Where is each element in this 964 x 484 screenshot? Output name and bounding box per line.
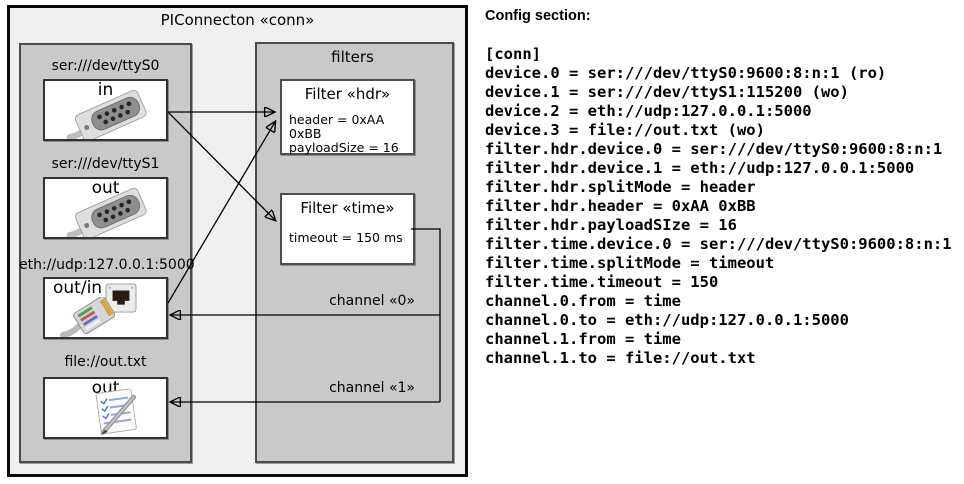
filter-attributes: timeout = 150 ms <box>289 230 403 245</box>
device-label-eth: eth://udp:127.0.0.1:5000 <box>19 257 195 273</box>
connector-diagram: PIConnecton «conn» filters ser:///dev/tt… <box>7 5 468 477</box>
filter-attributes: header = 0xAA 0xBB payloadSize = 16 <box>289 112 399 155</box>
device-label-file: file://out.txt <box>64 354 147 370</box>
device-box-eth: out/in <box>43 277 168 339</box>
filter-box-hdr: Filter «hdr» header = 0xAA 0xBB payloadS… <box>280 79 415 155</box>
device-label-ttys1: ser:///dev/ttyS1 <box>51 156 160 172</box>
serial-connector-icon <box>66 187 147 237</box>
filter-title: Filter «hdr» <box>304 85 391 103</box>
device-box-ttys1: out <box>43 177 168 239</box>
diagram-title: PIConnecton «conn» <box>160 11 315 29</box>
filter-box-time: Filter «time» timeout = 150 ms <box>280 193 415 265</box>
config-heading: Config section: <box>485 8 591 24</box>
device-direction: out/in <box>53 278 103 298</box>
channel-0-label: channel «0» <box>329 293 415 309</box>
filters-panel-title: filters <box>331 48 374 66</box>
channel-1-label: channel «1» <box>329 380 415 396</box>
config-body: [conn] device.0 = ser:///dev/ttyS0:9600:… <box>485 45 952 367</box>
device-direction: out <box>91 178 120 198</box>
device-direction: in <box>97 80 114 100</box>
filter-title: Filter «time» <box>300 199 395 217</box>
ethernet-connector-icon <box>60 297 116 337</box>
device-label-ttys0: ser:///dev/ttyS0 <box>51 58 160 74</box>
config-section: Config section: [conn] device.0 = ser://… <box>485 8 963 368</box>
ethernet-jack-icon <box>105 283 137 313</box>
device-box-file: out <box>43 377 168 439</box>
device-box-ttys0: in <box>43 79 168 141</box>
notepad-icon <box>95 388 137 436</box>
serial-connector-icon <box>66 89 147 139</box>
